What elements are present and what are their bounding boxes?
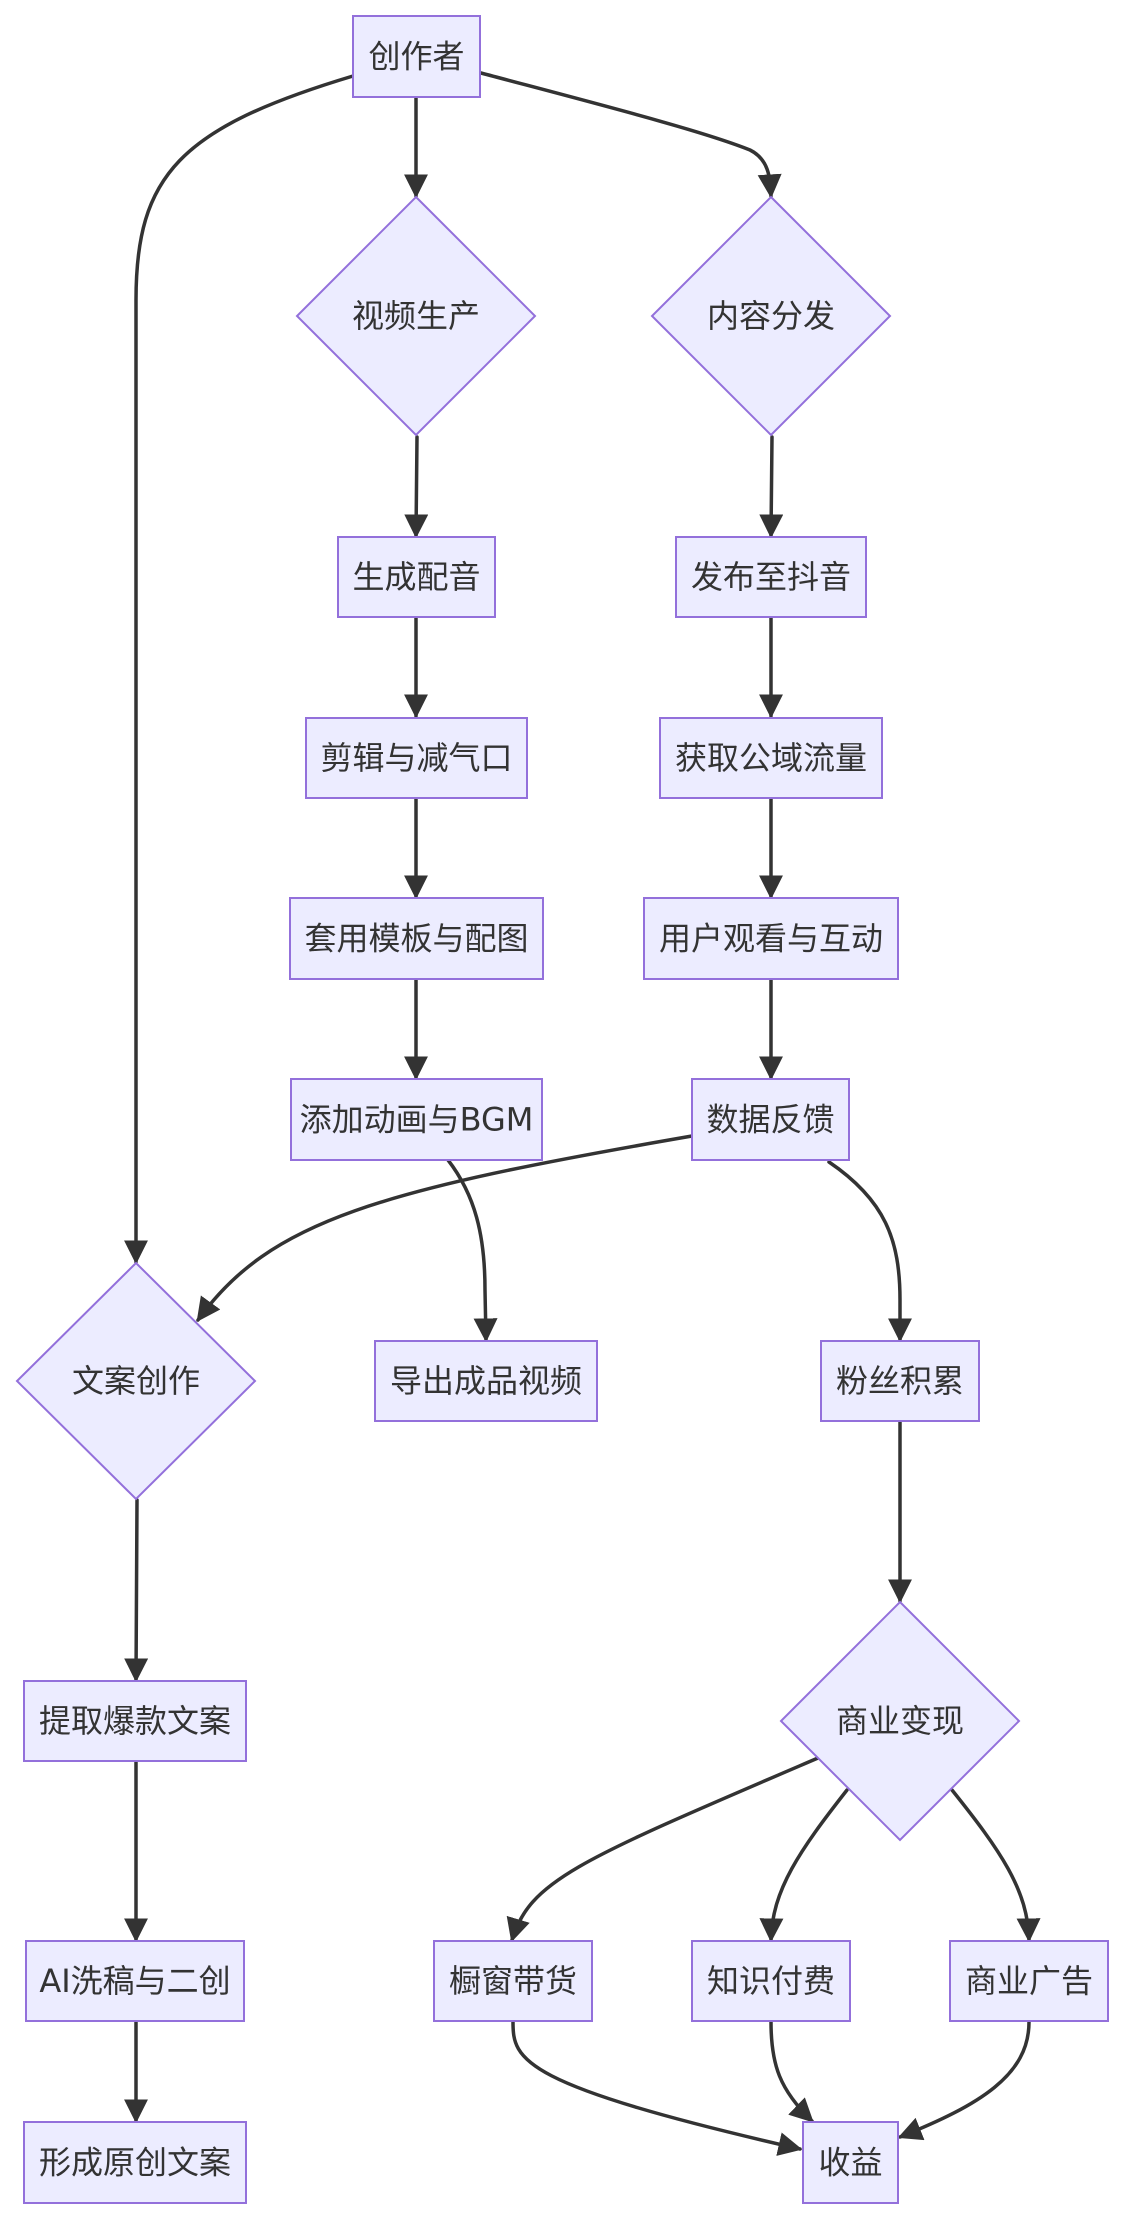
edge-ads-revenue	[897, 2020, 1031, 2141]
node-ads-label: 商业广告	[965, 1962, 1093, 2000]
node-showcase-label: 橱窗带货	[449, 1962, 577, 2000]
node-interact-label: 用户观看与互动	[659, 920, 883, 958]
node-distribute-label: 内容分发	[707, 297, 835, 335]
node-export[interactable]: 导出成品视频	[374, 1340, 598, 1422]
edge-feedback-fans	[827, 1160, 912, 1343]
edge-distribute-publish	[759, 435, 784, 539]
node-showcase[interactable]: 橱窗带货	[433, 1940, 593, 2022]
node-original-label: 形成原创文案	[39, 2144, 231, 2182]
node-feedback-label: 数据反馈	[706, 1101, 834, 1139]
node-distribute[interactable]: 内容分发	[650, 195, 892, 437]
node-feedback[interactable]: 数据反馈	[691, 1078, 850, 1161]
node-rewrite[interactable]: AI洗稿与二创	[25, 1940, 245, 2022]
node-template[interactable]: 套用模板与配图	[289, 897, 544, 980]
edge-creator-copywriting	[124, 74, 355, 1265]
node-original[interactable]: 形成原创文案	[23, 2121, 247, 2204]
edge-video-dubbing	[404, 435, 429, 539]
nodes-layer: 创作者 视频生产 内容分发 文案创作 生成配音 剪辑与减气口	[15, 15, 1109, 2204]
edge-animation-export	[446, 1158, 498, 1343]
edge-creator-distribute	[479, 71, 782, 199]
edges-layer	[124, 71, 1041, 2156]
node-creator[interactable]: 创作者	[352, 15, 481, 98]
node-creator-label: 创作者	[368, 38, 464, 76]
node-extract-label: 提取爆款文案	[39, 1702, 231, 1740]
node-rewrite-label: AI洗稿与二创	[39, 1962, 230, 2000]
edge-monetize-knowledge	[759, 1788, 849, 1943]
node-animation[interactable]: 添加动画与BGM	[290, 1078, 543, 1161]
node-copywriting[interactable]: 文案创作	[15, 1261, 257, 1501]
node-edit[interactable]: 剪辑与减气口	[305, 717, 528, 799]
node-traffic-label: 获取公域流量	[675, 739, 867, 777]
node-fans[interactable]: 粉丝积累	[820, 1340, 980, 1422]
node-export-label: 导出成品视频	[390, 1362, 582, 1400]
node-interact[interactable]: 用户观看与互动	[643, 897, 899, 980]
node-revenue[interactable]: 收益	[802, 2121, 899, 2204]
node-video-label: 视频生产	[352, 297, 480, 335]
node-dubbing[interactable]: 生成配音	[337, 536, 496, 618]
node-video[interactable]: 视频生产	[295, 195, 537, 437]
node-dubbing-label: 生成配音	[352, 558, 480, 596]
node-traffic[interactable]: 获取公域流量	[659, 717, 883, 799]
node-knowledge[interactable]: 知识付费	[691, 1940, 851, 2022]
edge-knowledge-revenue	[769, 2020, 814, 2123]
node-copywriting-label: 文案创作	[72, 1362, 200, 1400]
node-publish-label: 发布至抖音	[691, 558, 851, 596]
node-monetize[interactable]: 商业变现	[779, 1600, 1021, 1842]
node-fans-label: 粉丝积累	[836, 1362, 964, 1400]
edge-feedback-copywriting	[196, 1134, 694, 1322]
node-ads[interactable]: 商业广告	[949, 1940, 1109, 2022]
node-animation-label: 添加动画与BGM	[300, 1101, 534, 1139]
node-revenue-label: 收益	[818, 2144, 882, 2182]
node-template-label: 套用模板与配图	[304, 920, 528, 958]
edge-copywriting-extract	[124, 1498, 149, 1683]
edge-showcase-revenue	[511, 2020, 803, 2156]
node-publish[interactable]: 发布至抖音	[675, 536, 867, 618]
edge-monetize-showcase	[506, 1756, 820, 1943]
node-monetize-label: 商业变现	[836, 1702, 964, 1740]
node-knowledge-label: 知识付费	[707, 1962, 835, 2000]
edge-monetize-ads	[950, 1788, 1041, 1943]
node-edit-label: 剪辑与减气口	[320, 739, 512, 777]
node-extract[interactable]: 提取爆款文案	[23, 1680, 247, 1762]
